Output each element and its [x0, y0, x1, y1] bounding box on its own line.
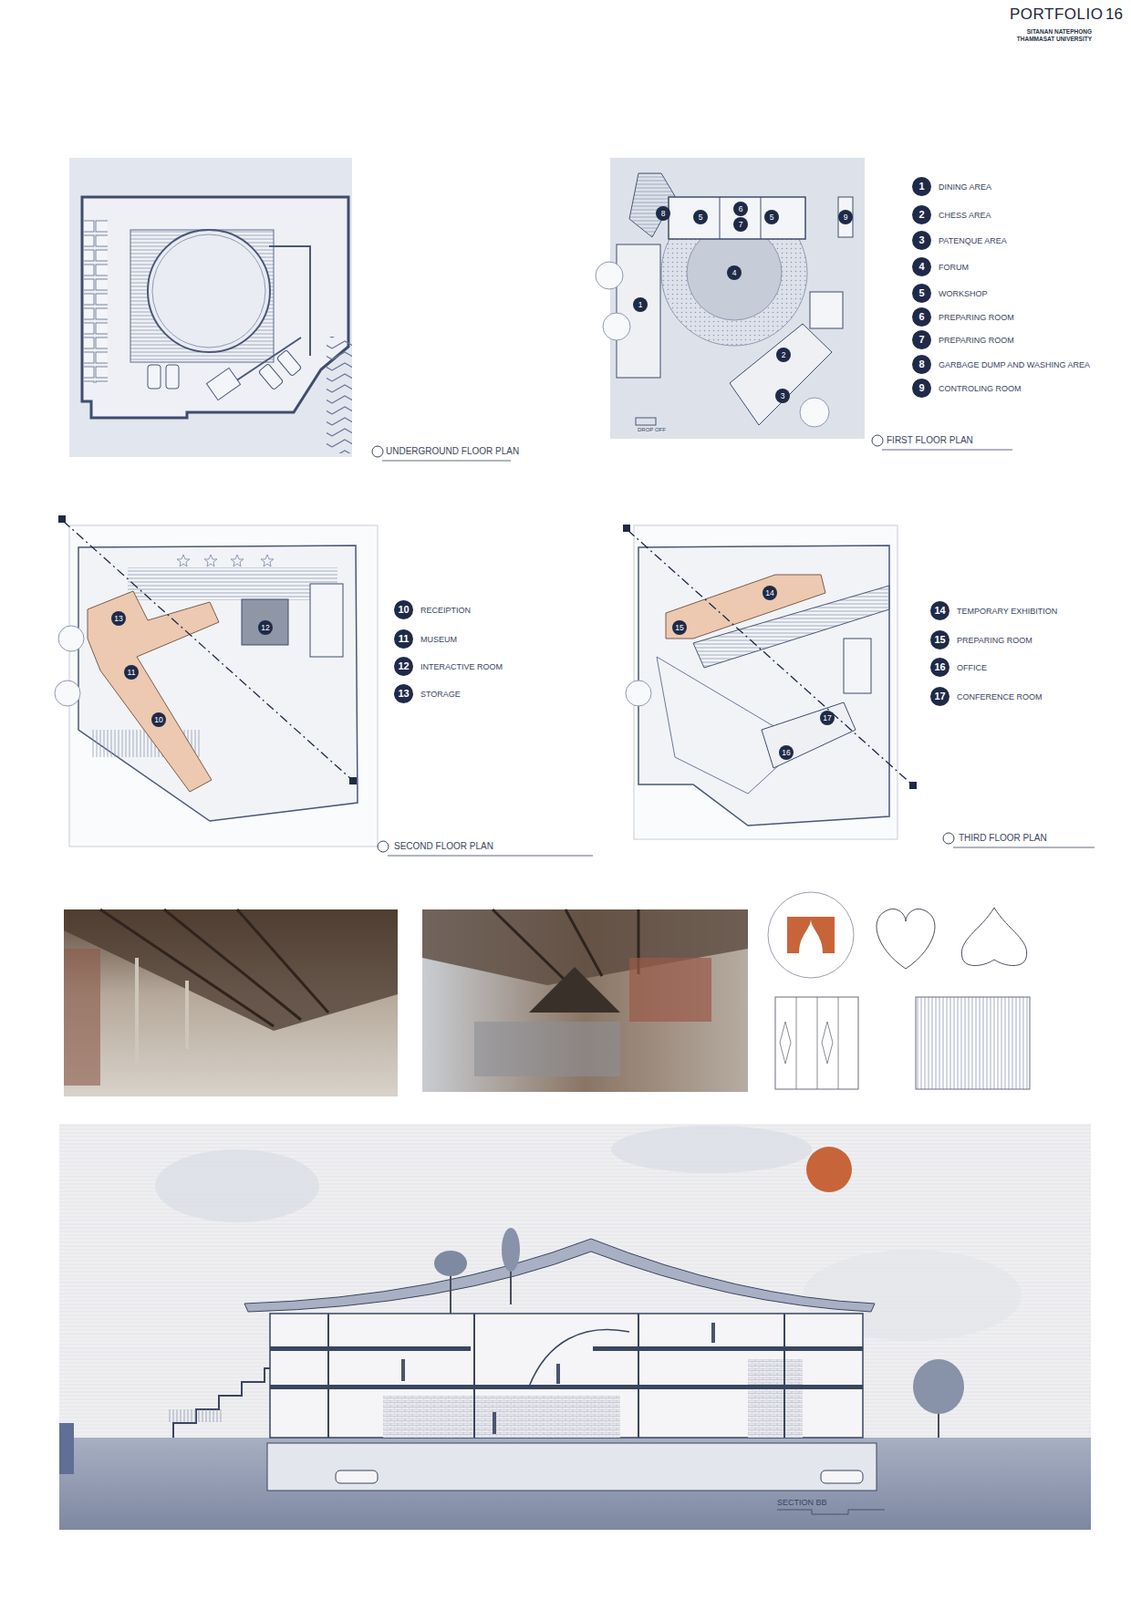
callout-number: 11: [124, 664, 139, 680]
author-name: SITANAN NATEPHONG: [1027, 28, 1092, 35]
plan-title: FIRST FLOOR PLAN: [886, 435, 974, 446]
callout-number: 14: [762, 585, 778, 601]
space-name: TEMPORARY EXHIBITION: [956, 606, 1058, 616]
number-circle: 15: [930, 630, 950, 650]
legend-item: 7 PREPARING ROOM: [912, 330, 1015, 350]
legend-item: 9 CONTROLING ROOM: [912, 378, 1022, 398]
space-name: RECEIPTION: [420, 605, 471, 615]
legend-item: 1 DINING AREA: [912, 176, 992, 197]
space-name: WORKSHOP: [938, 289, 988, 299]
legend-item: 6 PREPARING ROOM: [912, 307, 1015, 327]
space-name: STORAGE: [420, 689, 461, 699]
legend-item: 16 OFFICE: [930, 657, 987, 677]
callout-number: 15: [672, 620, 687, 635]
callout-number: 16: [778, 745, 794, 760]
number-circle: 13: [394, 684, 414, 704]
plan-title: UNDERGROUND FLOOR PLAN: [385, 446, 519, 457]
callout-number: 5: [693, 209, 708, 225]
legend-item: 13 STORAGE: [394, 684, 461, 704]
legend-item: 12 INTERACTIVE ROOM: [394, 656, 503, 676]
space-name: PREPARING ROOM: [938, 312, 1015, 322]
number-circle: 7: [912, 330, 932, 350]
callout-number: 6: [733, 201, 748, 217]
legend-item: 8 GARBAGE DUMP AND WASHING AREA: [912, 354, 1090, 374]
university-name: THAMMASAT UNIVERSITY: [1016, 35, 1092, 42]
legend-item: 3 PATENQUE AREA: [912, 230, 1007, 250]
drop-off-note: DROP OFF: [637, 426, 666, 433]
page-number: 16: [1105, 5, 1123, 24]
number-circle: 17: [930, 686, 950, 706]
number-circle: 10: [394, 600, 414, 620]
space-name: MUSEUM: [420, 634, 457, 644]
legend-item: 5 WORKSHOP: [912, 283, 988, 303]
legend-item: 14 TEMPORARY EXHIBITION: [930, 601, 1058, 621]
space-name: FORUM: [938, 262, 969, 272]
callout-number: 17: [819, 710, 835, 726]
number-circle: 3: [912, 230, 932, 250]
number-circle: 4: [912, 257, 932, 277]
callout-number: 12: [258, 620, 273, 635]
number-circle: 9: [912, 378, 932, 398]
number-circle: 1: [912, 176, 932, 197]
number-circle: 5: [912, 283, 932, 303]
legend-item: 11 MUSEUM: [394, 629, 457, 649]
plan-title: THIRD FLOOR PLAN: [958, 832, 1048, 843]
callout-number: 1: [632, 297, 648, 312]
number-circle: 14: [930, 601, 950, 621]
section-title: SECTION BB: [777, 1497, 828, 1507]
callout-number: 7: [733, 217, 748, 232]
space-name: INTERACTIVE ROOM: [420, 662, 503, 672]
callout-number: 4: [726, 265, 742, 281]
space-name: OFFICE: [956, 663, 987, 673]
callout-number: 5: [764, 209, 779, 225]
space-name: PREPARING ROOM: [938, 335, 1015, 345]
page-title: PORTFOLIO: [1009, 5, 1103, 24]
number-circle: 16: [930, 657, 950, 677]
callout-number: 10: [151, 712, 167, 727]
space-name: CONFERENCE ROOM: [956, 692, 1043, 702]
plan-title: SECOND FLOOR PLAN: [394, 840, 494, 851]
legend-item: 17 CONFERENCE ROOM: [930, 686, 1043, 706]
legend-item: 4 FORUM: [912, 257, 969, 277]
legend-item: 10 RECEIPTION: [394, 600, 471, 620]
space-name: PATENQUE AREA: [938, 236, 1007, 246]
callout-number: 9: [838, 209, 853, 225]
number-circle: 12: [394, 656, 414, 676]
callout-number: 13: [111, 611, 126, 626]
space-name: GARBAGE DUMP AND WASHING AREA: [938, 360, 1090, 370]
callout-number: 3: [775, 388, 790, 404]
legend-item: 2 CHESS AREA: [912, 205, 992, 225]
number-circle: 6: [912, 307, 932, 327]
space-name: DINING AREA: [938, 182, 992, 192]
legend-item: 15 PREPARING ROOM: [930, 630, 1033, 650]
callout-number: 2: [776, 347, 791, 363]
number-circle: 2: [912, 205, 932, 225]
number-circle: 11: [394, 629, 414, 649]
space-name: CONTROLING ROOM: [938, 383, 1022, 394]
space-name: CHESS AREA: [938, 210, 992, 220]
space-name: PREPARING ROOM: [956, 635, 1033, 645]
number-circle: 8: [912, 354, 932, 374]
callout-number: 8: [655, 206, 671, 221]
